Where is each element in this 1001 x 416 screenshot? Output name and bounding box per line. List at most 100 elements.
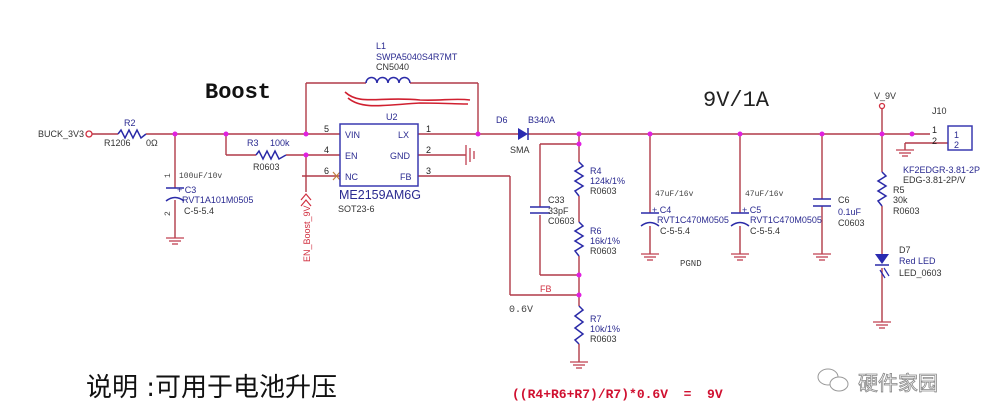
port-circle-icon (85, 130, 93, 138)
l1-ref: L1 (376, 41, 386, 51)
svg-text:2: 2 (932, 136, 937, 146)
c3-ref: + C3 (177, 185, 196, 195)
svg-text:GND: GND (390, 151, 411, 161)
net-label-fb: FB (540, 284, 552, 294)
ground-icon (896, 149, 914, 157)
no-connect-icon (332, 171, 341, 181)
svg-text:47uF/16v: 47uF/16v (655, 190, 694, 199)
svg-text:R7: R7 (590, 314, 602, 324)
svg-text:+ C5: + C5 (742, 205, 761, 215)
resistor-symbol-icon (117, 128, 147, 140)
connector-body (947, 125, 973, 151)
d6-ref: D6 (496, 115, 508, 125)
ic-u2-me2159am6g: U2 5 VIN 4 EN 6 NC 1 LX 2 GND 3 FB ME215… (324, 112, 431, 214)
led-symbol-icon (875, 254, 889, 264)
input-port-buck-3v3: BUCK_3V3 (38, 129, 93, 139)
c3-package: C-5-5.4 (184, 206, 214, 216)
svg-text:R0603: R0603 (893, 206, 920, 216)
r2-ref: R2 (124, 118, 136, 128)
polarized-cap-icon (730, 221, 750, 227)
ground-icon (731, 253, 749, 261)
resistor-r5: R5 30k R0603 (876, 171, 920, 216)
svg-text:R6: R6 (590, 226, 602, 236)
svg-text:R0603: R0603 (590, 246, 617, 256)
svg-text:C33: C33 (548, 195, 565, 205)
watermark-text: 硬件家园 (858, 371, 938, 395)
svg-text:47uF/16v: 47uF/16v (745, 190, 784, 199)
inductor-symbol-icon (365, 76, 411, 84)
svg-text:Red LED: Red LED (899, 256, 936, 266)
svg-text:LED_0603: LED_0603 (899, 268, 942, 278)
inductor-l1: L1 SWPA5040S4R7MT CN5040 (344, 41, 471, 107)
capacitor-c33: C33 33pF C0603 (530, 195, 575, 226)
watermark: 硬件家园 (817, 368, 938, 395)
polarized-cap-icon (165, 196, 185, 202)
wechat-logo-icon (817, 368, 849, 392)
u2-part: ME2159AM6G (339, 188, 421, 202)
l1-package: CN5040 (376, 62, 409, 72)
svg-text:1: 1 (426, 124, 431, 134)
svg-text:R0603: R0603 (590, 334, 617, 344)
ground-icon (166, 237, 184, 245)
net-label-pgnd: PGND (680, 259, 702, 269)
resistor-r3: R3 100k R0603 (247, 138, 290, 172)
diode-symbol-icon (518, 128, 528, 140)
svg-text:2: 2 (164, 211, 173, 216)
resistor-r7: R7 10k/1% R0603 (573, 305, 620, 345)
net-label-buck-3v3: BUCK_3V3 (38, 129, 84, 139)
svg-text:D7: D7 (899, 245, 911, 255)
d6-package: SMA (510, 145, 530, 155)
svg-text:LX: LX (398, 130, 409, 140)
svg-text:C0603: C0603 (838, 218, 865, 228)
ground-icon (570, 361, 588, 369)
resistor-r4: R4 124k/1% R0603 (573, 161, 625, 197)
ic-body (339, 123, 419, 187)
resistor-r2: R2 R1206 0Ω (104, 118, 158, 148)
svg-text:1: 1 (932, 125, 937, 135)
svg-text:C-5-5.4: C-5-5.4 (750, 226, 780, 236)
svg-text:RVT1C470M0505: RVT1C470M0505 (750, 215, 822, 225)
svg-text:124k/1%: 124k/1% (590, 176, 625, 186)
svg-text:R5: R5 (893, 185, 905, 195)
svg-text:16k/1%: 16k/1% (590, 236, 620, 246)
description-note: 说明 :可用于电池升压 (86, 373, 337, 403)
svg-text:33pF: 33pF (548, 206, 569, 216)
r3-value: 100k (270, 138, 290, 148)
connector-j10: J10 1 2 1 2 KF2EDGR-3.81-2P EDG-3.81-2P/… (903, 106, 980, 185)
svg-text:0.1uF: 0.1uF (838, 207, 862, 217)
svg-text:RVT1C470M0505: RVT1C470M0505 (657, 215, 729, 225)
annotation-scribble (344, 91, 471, 102)
wires (92, 82, 948, 362)
title-boost: Boost (205, 80, 271, 105)
ground-icon (641, 253, 659, 261)
capacitor-c5: 47uF/16v + C5 RVT1C470M0505 C-5-5.4 (730, 190, 822, 236)
svg-text:1: 1 (164, 173, 173, 178)
net-arrow-icon (300, 193, 312, 201)
svg-text:R0603: R0603 (590, 186, 617, 196)
capacitor-c6: C6 0.1uF C0603 (813, 195, 865, 228)
resistor-r6: R6 16k/1% R0603 (573, 221, 620, 257)
svg-text:J10: J10 (932, 106, 947, 116)
svg-text:KF2EDGR-3.81-2P: KF2EDGR-3.81-2P (903, 165, 980, 175)
resistor-symbol-icon (573, 305, 585, 345)
svg-text:+ C4: + C4 (652, 205, 671, 215)
ground-symbols (166, 149, 914, 369)
resistor-symbol-icon (876, 171, 888, 207)
u2-ref: U2 (386, 112, 398, 122)
resistor-symbol-icon (573, 161, 585, 197)
net-label-v-9v: V_9V (874, 91, 896, 101)
svg-text:3: 3 (426, 166, 431, 176)
junctions (172, 131, 915, 298)
ground-icon (813, 253, 831, 261)
c3-part: RVT1A101M0505 (182, 195, 253, 205)
formula-note: ((R4+R6+R7)/R7)*0.6V = 9V (512, 387, 723, 402)
r3-ref: R3 (247, 138, 259, 148)
fb-voltage-label: 0.6V (509, 305, 533, 316)
r2-value: 0Ω (146, 138, 158, 148)
net-en-boost-9v: EN_Boost_9V (300, 193, 312, 262)
capacitor-c4: 47uF/16v + C4 RVT1C470M0505 C-5-5.4 (640, 190, 729, 236)
svg-text:VIN: VIN (345, 130, 360, 140)
output-rating-label: 9V/1A (703, 88, 770, 113)
svg-text:4: 4 (324, 145, 329, 155)
